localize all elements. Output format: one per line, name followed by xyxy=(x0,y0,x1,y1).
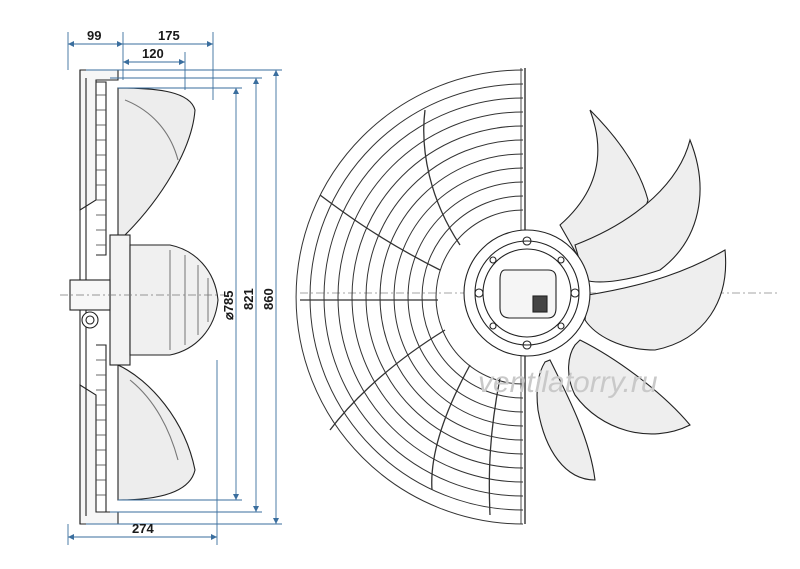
dim-99: 99 xyxy=(87,28,101,43)
dim-821: 821 xyxy=(241,288,256,310)
dim-274: 274 xyxy=(132,521,154,536)
dim-860: 860 xyxy=(261,288,276,310)
side-view xyxy=(60,69,225,525)
fan-blades xyxy=(536,109,727,481)
dimension-arrows xyxy=(68,41,279,540)
dim-120: 120 xyxy=(142,46,164,61)
dimension-lines xyxy=(67,32,282,545)
dim-175: 175 xyxy=(158,28,180,43)
watermark-text: ventilatorry.ru xyxy=(478,366,658,399)
dim-785: ⌀785 xyxy=(221,290,236,320)
guard-grille xyxy=(295,69,524,525)
front-view xyxy=(295,68,780,525)
motor-hub xyxy=(463,229,591,357)
